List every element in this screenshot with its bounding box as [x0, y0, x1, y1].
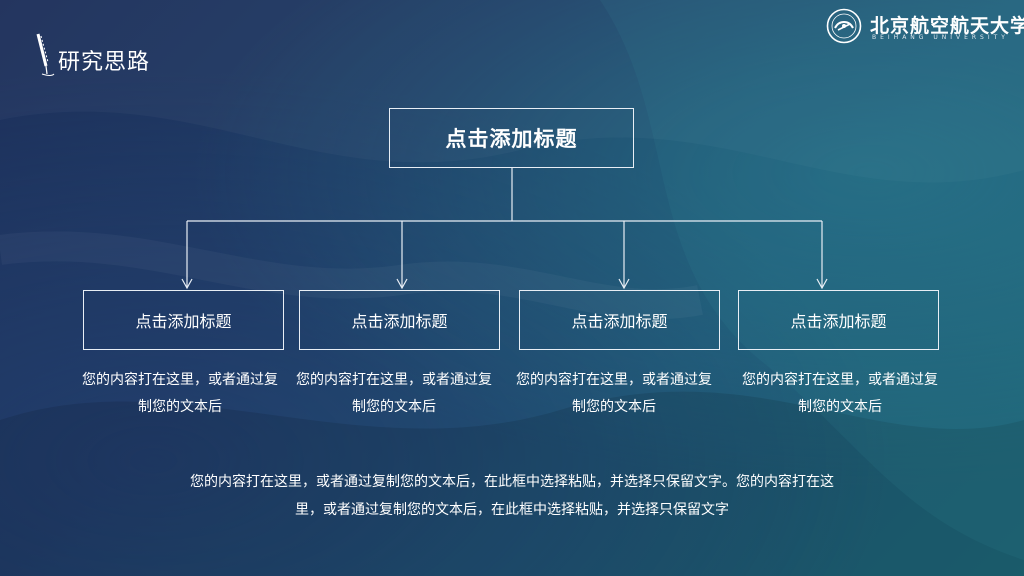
summary-text: 您的内容打在这里，或者通过复制您的文本后，在此框中选择粘贴，并选择只保留文字。您…: [190, 474, 834, 518]
child-description-4: 您的内容打在这里，或者通过复制您的文本后: [742, 372, 938, 415]
child-box-2[interactable]: 点击添加标题: [299, 290, 500, 350]
child-box-3[interactable]: 点击添加标题: [519, 290, 720, 350]
arrow-head-2: [396, 278, 408, 290]
child-description-2: 您的内容打在这里，或者通过复制您的文本后: [296, 372, 492, 415]
child-box-1[interactable]: 点击添加标题: [83, 290, 284, 350]
arrow-head-4: [816, 278, 828, 290]
university-name: 北京航空航天大学: [870, 15, 1024, 37]
arrow-head-3: [618, 278, 630, 290]
child-title-label: 点击添加标题: [790, 312, 887, 331]
page-title: 研究思路: [58, 50, 151, 75]
child-description-3: 您的内容打在这里，或者通过复制您的文本后: [516, 372, 712, 415]
child-title-label: 点击添加标题: [351, 312, 448, 331]
child-title-label: 点击添加标题: [571, 312, 668, 331]
child-box-4[interactable]: 点击添加标题: [738, 290, 939, 350]
arrow-head-1: [181, 278, 193, 290]
pen-icon: [36, 33, 55, 76]
university-subtitle: BEIHANG UNIVERSITY: [872, 34, 1009, 41]
root-title-label: 点击添加标题: [445, 127, 578, 151]
child-title-label: 点击添加标题: [135, 312, 232, 331]
root-title-box[interactable]: 点击添加标题: [389, 108, 634, 168]
university-logo: 北京航空航天大学 BEIHANG UNIVERSITY: [826, 8, 1024, 44]
child-description-1: 您的内容打在这里，或者通过复制您的文本后: [82, 372, 278, 415]
university-seal-icon: [826, 8, 862, 44]
